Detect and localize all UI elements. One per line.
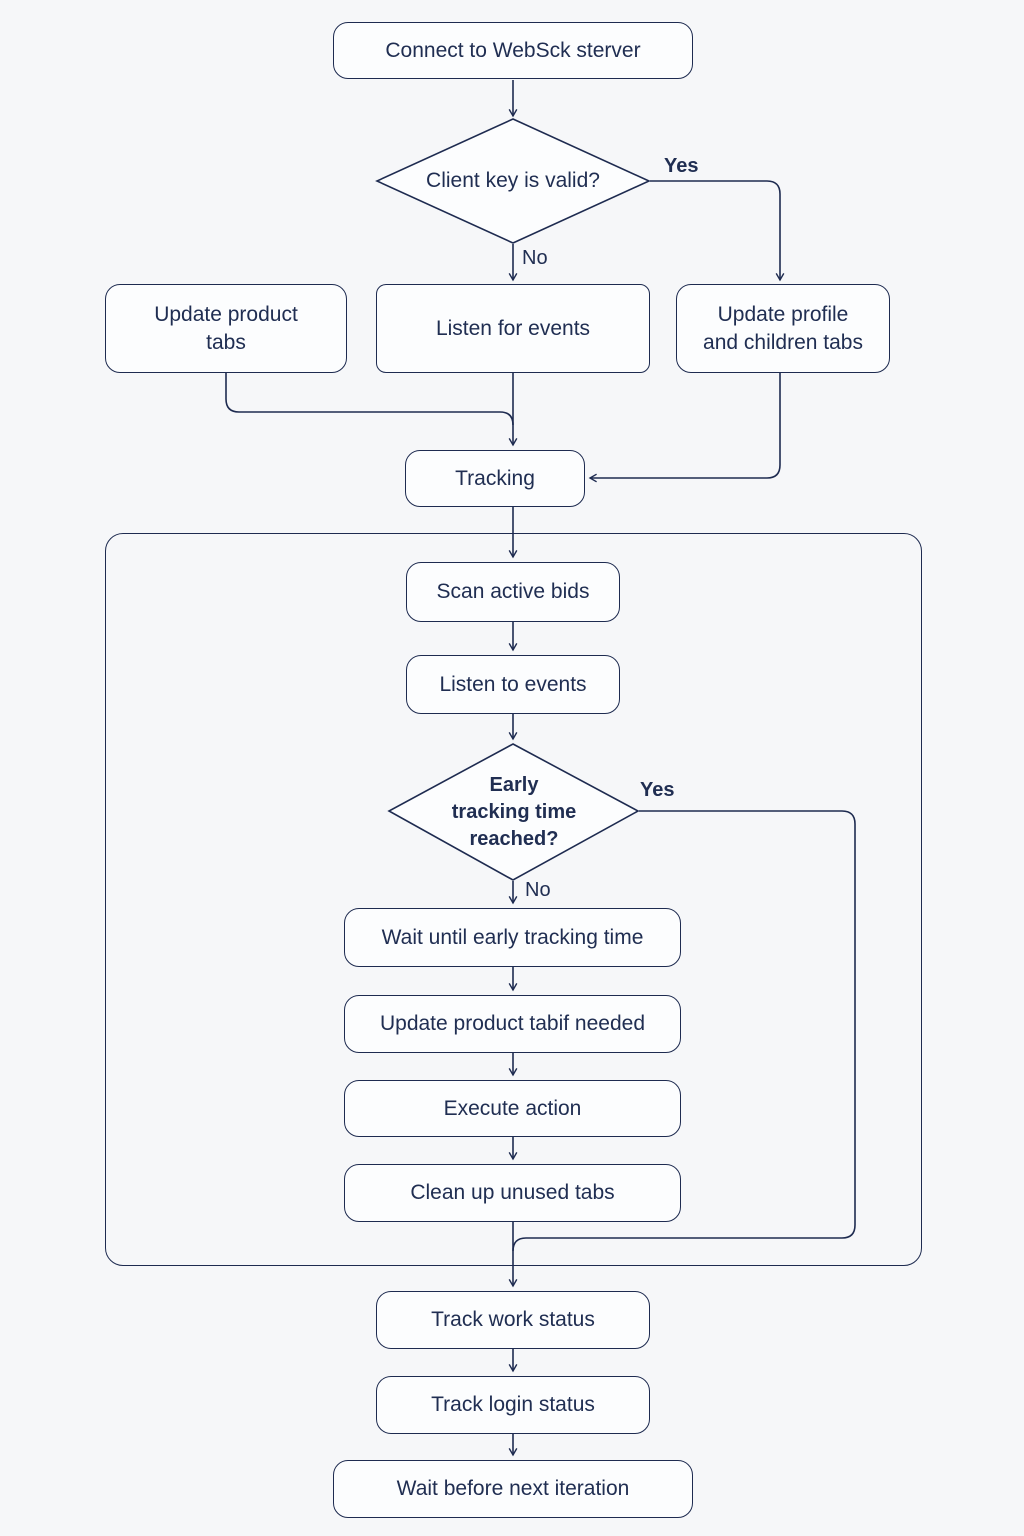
edge-label-yes-loop: Yes bbox=[640, 779, 675, 801]
node-update-profile-children-tabs-label: Update profile and children tabs bbox=[703, 303, 863, 354]
node-wait-until-early-tracking-label: Wait until early tracking time bbox=[381, 925, 644, 949]
edge-update-profile-to-tracking bbox=[588, 373, 781, 483]
node-connect-websocket-label: Connect to WebSck sterver bbox=[385, 38, 641, 62]
node-update-product-tab-if-needed: Update product tabif needed bbox=[344, 995, 681, 1053]
node-connect-websocket: Connect to WebSck sterver bbox=[333, 22, 693, 79]
node-track-login-status-label: Track login status bbox=[431, 1393, 595, 1417]
node-update-product-tab-if-needed-label: Update product tabif needed bbox=[379, 1012, 646, 1036]
node-execute-action: Execute action bbox=[344, 1080, 681, 1137]
node-scan-active-bids-label: Scan active bids bbox=[436, 580, 590, 604]
edge-label-no-top: No bbox=[522, 247, 548, 269]
edge-yes-loop-bypass bbox=[512, 810, 856, 1252]
node-listen-for-events: Listen for events bbox=[376, 284, 650, 373]
decision-early-tracking-label: Early tracking time reached? bbox=[404, 758, 624, 866]
node-update-product-tabs: Update product tabs bbox=[105, 284, 347, 373]
node-wait-until-early-tracking: Wait until early tracking time bbox=[344, 908, 681, 967]
node-track-work-status: Track work status bbox=[376, 1291, 650, 1349]
node-wait-before-next-iteration: Wait before next iteration bbox=[333, 1460, 693, 1518]
decision-early-tracking-text: Early tracking time reached? bbox=[451, 773, 577, 850]
node-track-login-status: Track login status bbox=[376, 1376, 650, 1434]
edge-label-yes-top: Yes bbox=[664, 155, 699, 177]
node-listen-for-events-label: Listen for events bbox=[435, 316, 591, 340]
edge-yes-to-update-profile bbox=[650, 180, 785, 282]
node-track-work-status-label: Track work status bbox=[431, 1308, 595, 1332]
node-wait-before-next-iteration-label: Wait before next iteration bbox=[396, 1477, 630, 1501]
decision-client-key-shape bbox=[375, 118, 651, 244]
node-clean-up-unused-tabs: Clean up unused tabs bbox=[344, 1164, 681, 1222]
node-scan-active-bids: Scan active bids bbox=[406, 562, 620, 622]
node-clean-up-unused-tabs-label: Clean up unused tabs bbox=[410, 1181, 615, 1205]
node-update-profile-children-tabs: Update profile and children tabs bbox=[676, 284, 890, 373]
node-update-product-tabs-label: Update product tabs bbox=[154, 303, 298, 354]
edge-label-no-loop: No bbox=[525, 879, 551, 901]
node-listen-to-events-label: Listen to events bbox=[439, 672, 587, 696]
node-tracking-label: Tracking bbox=[455, 466, 535, 490]
decision-early-tracking-shape bbox=[387, 743, 640, 881]
node-listen-to-events: Listen to events bbox=[406, 655, 620, 714]
decision-client-key-label: Client key is valid? bbox=[390, 130, 636, 232]
node-tracking: Tracking bbox=[405, 450, 585, 507]
edge-update-product-tabs-merge bbox=[225, 373, 514, 426]
node-execute-action-label: Execute action bbox=[443, 1096, 582, 1120]
decision-client-key-text: Client key is valid? bbox=[426, 168, 600, 192]
